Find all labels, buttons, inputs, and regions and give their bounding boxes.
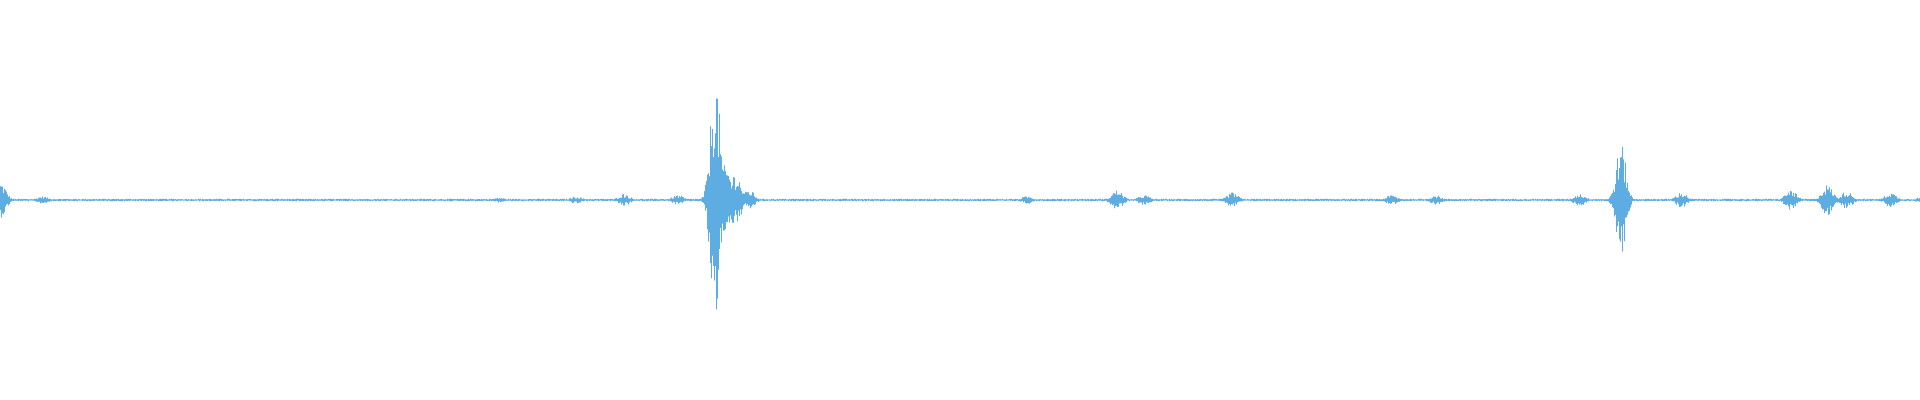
waveform-path <box>0 98 1920 310</box>
waveform-bars <box>0 98 1920 310</box>
